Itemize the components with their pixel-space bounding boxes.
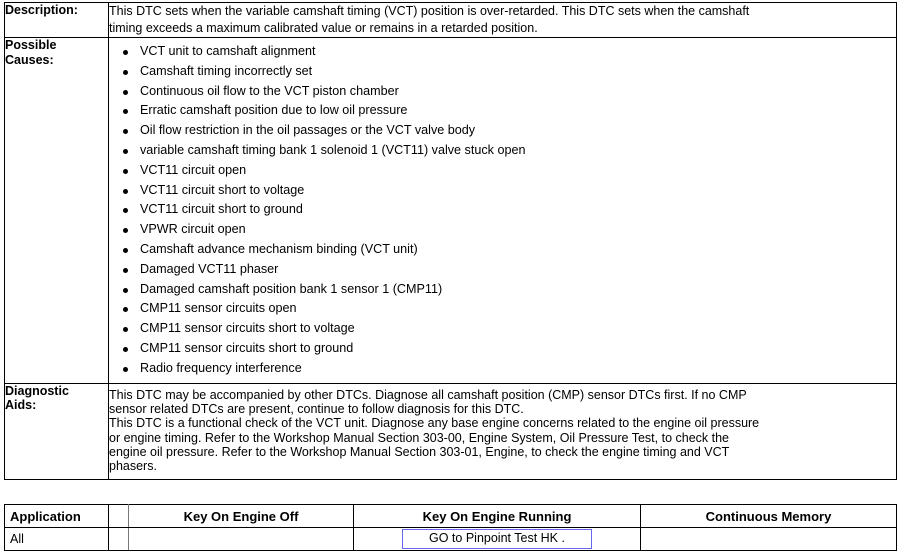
list-item-label: Damaged VCT11 phaser [140, 261, 279, 276]
bullet-icon [123, 69, 128, 75]
possible-causes-label: Possible Causes: [4, 37, 109, 384]
list-item: VCT unit to camshaft alignment [109, 42, 896, 62]
list-item-label: Damaged camshaft position bank 1 sensor … [140, 281, 443, 296]
cell-continuous-memory [640, 527, 897, 551]
cell-application: All [4, 527, 109, 551]
bullet-icon [123, 129, 128, 135]
cell-key-on-engine-off [128, 527, 354, 551]
list-item: variable camshaft timing bank 1 solenoid… [109, 141, 896, 161]
bullet-icon [123, 208, 128, 214]
diagnostic-aids-cell: This DTC may be accompanied by other DTC… [108, 382, 897, 480]
list-item: VCT11 circuit short to voltage [109, 181, 896, 201]
bullet-icon [123, 168, 128, 174]
column-header-key-on-engine-running: Key On Engine Running [353, 504, 641, 528]
column-header-spacer [108, 504, 129, 528]
possible-causes-cell: VCT unit to camshaft alignment Camshaft … [108, 37, 897, 384]
dtc-spec-table: Description: This DTC sets when the vari… [4, 2, 897, 480]
list-item: Camshaft advance mechanism binding (VCT … [109, 240, 896, 260]
list-item: VCT11 circuit short to ground [109, 200, 896, 220]
application-table: Application Key On Engine Off Key On Eng… [4, 504, 897, 551]
list-item-label: Radio frequency interference [140, 360, 302, 375]
list-item-label: CMP11 sensor circuits open [140, 301, 297, 316]
bullet-icon [123, 247, 128, 253]
table-row-description: Description: This DTC sets when the vari… [4, 2, 897, 38]
description-label: Description: [4, 2, 109, 38]
diagnostic-aids-line: This DTC is a functional check of the VC… [109, 416, 760, 431]
column-header-key-on-engine-off: Key On Engine Off [128, 504, 354, 528]
bullet-icon [123, 327, 128, 333]
description-cell: This DTC sets when the variable camshaft… [108, 2, 897, 38]
list-item: Damaged camshaft position bank 1 sensor … [109, 280, 896, 300]
bullet-icon [123, 366, 128, 372]
list-item-label: VCT11 circuit open [140, 162, 247, 177]
bullet-icon [123, 307, 128, 313]
list-item: Radio frequency interference [109, 359, 896, 379]
list-item-label: Camshaft advance mechanism binding (VCT … [140, 241, 418, 256]
bullet-icon [123, 346, 128, 352]
cell-spacer [108, 527, 129, 551]
bullet-icon [123, 228, 128, 234]
list-item-label: Oil flow restriction in the oil passages… [140, 123, 476, 138]
list-item: Camshaft timing incorrectly set [109, 62, 896, 82]
column-header-application: Application [4, 504, 109, 528]
list-item: CMP11 sensor circuits short to voltage [109, 319, 896, 339]
table-row: All GO to Pinpoint Test HK . [4, 527, 897, 551]
bullet-icon [123, 148, 128, 154]
table-row-possible-causes: Possible Causes: VCT unit to camshaft al… [4, 37, 897, 384]
bullet-icon [123, 188, 128, 194]
list-item: Oil flow restriction in the oil passages… [109, 121, 896, 141]
list-item: CMP11 sensor circuits short to ground [109, 339, 896, 359]
list-item: Damaged VCT11 phaser [109, 260, 896, 280]
cell-key-on-engine-running: GO to Pinpoint Test HK . [353, 527, 641, 551]
list-item-label: Continuous oil flow to the VCT piston ch… [140, 83, 399, 98]
pinpoint-link-wrapper: GO to Pinpoint Test HK . [354, 529, 640, 549]
application-table-header-row: Application Key On Engine Off Key On Eng… [4, 504, 897, 528]
list-item: CMP11 sensor circuits open [109, 299, 896, 319]
list-item-label: VCT unit to camshaft alignment [140, 44, 316, 58]
column-header-continuous-memory: Continuous Memory [640, 504, 897, 528]
bullet-icon [123, 267, 128, 273]
list-item-label: VCT11 circuit short to voltage [140, 182, 305, 197]
list-item-label: variable camshaft timing bank 1 solenoid… [140, 142, 526, 157]
list-item-label: VCT11 circuit short to ground [140, 202, 303, 217]
diagnostic-aids-line: phasers. [109, 459, 157, 474]
diagnostic-aids-line: This DTC may be accompanied by other DTC… [109, 387, 747, 402]
bullet-icon [123, 109, 128, 115]
diagnostic-aids-label: Diagnostic Aids: [4, 382, 109, 480]
diagnostic-aids-line: sensor related DTCs are present, continu… [109, 401, 524, 416]
list-item: VPWR circuit open [109, 220, 896, 240]
bullet-icon [123, 89, 128, 95]
bullet-icon [123, 50, 128, 55]
list-item-label: CMP11 sensor circuits short to ground [140, 340, 354, 355]
description-line-1: This DTC sets when the variable camshaft… [109, 4, 750, 18]
table-row-diagnostic-aids: Diagnostic Aids: This DTC may be accompa… [4, 382, 897, 480]
list-item-label: CMP11 sensor circuits short to voltage [140, 321, 355, 336]
description-line-2: timing exceeds a maximum calibrated valu… [109, 21, 538, 35]
list-item: Erratic camshaft position due to low oil… [109, 101, 896, 121]
go-to-pinpoint-test-hk-link[interactable]: GO to Pinpoint Test HK . [402, 529, 592, 549]
possible-causes-list: VCT unit to camshaft alignment Camshaft … [109, 42, 896, 379]
list-item: VCT11 circuit open [109, 161, 896, 181]
diagnostic-aids-line: or engine timing. Refer to the Workshop … [109, 430, 729, 445]
list-item: Continuous oil flow to the VCT piston ch… [109, 82, 896, 102]
list-item-label: VPWR circuit open [140, 222, 246, 237]
bullet-icon [123, 287, 128, 293]
list-item-label: Camshaft timing incorrectly set [140, 63, 313, 78]
diagnostic-aids-line: engine oil pressure. Refer to the Worksh… [109, 444, 730, 459]
list-item-label: Erratic camshaft position due to low oil… [140, 103, 408, 118]
